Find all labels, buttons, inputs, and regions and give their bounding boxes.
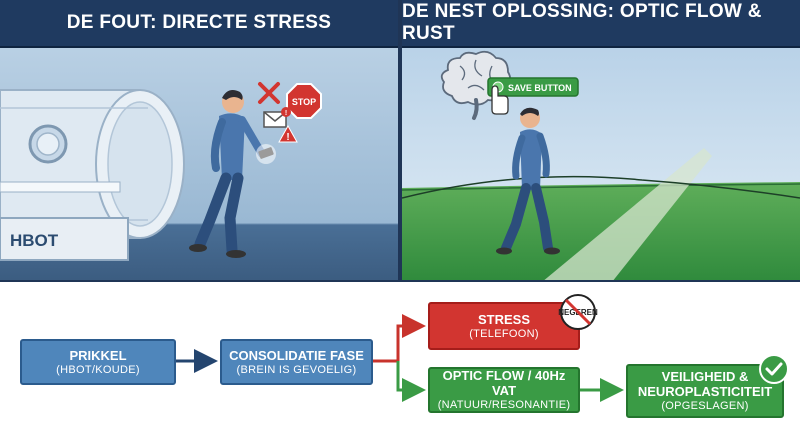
negeren-badge: NEGEREN (558, 294, 598, 330)
consolidatie-box: CONSOLIDATIE FASE (BREIN IS GEVOELIG) (220, 339, 373, 385)
prikkel-sub: (HBOT/KOUDE) (56, 363, 140, 376)
section-rule (0, 280, 800, 282)
walking-person (496, 107, 560, 255)
consolidatie-sub: (BREIN IS GEVOELIG) (236, 363, 357, 376)
warning-icon: ! (278, 124, 298, 143)
right-header: DE NEST OPLOSSING: OPTIC FLOW & RUST (402, 0, 800, 48)
svg-text:!: ! (285, 110, 287, 117)
arrow-to-stress (373, 314, 426, 363)
close-icon (258, 82, 280, 104)
stress-title: STRESS (477, 311, 530, 327)
hbot-chamber: HBOT (0, 89, 185, 261)
right-panel: SAVE BUTTON DE NEST OPLOSSING: OPTIC FLO… (402, 0, 800, 282)
optic-title: OPTIC FLOW / 40Hz VAT (442, 368, 566, 398)
optic-flow-box: OPTIC FLOW / 40Hz VAT (NATUUR/RESONANTIE… (428, 367, 580, 413)
veiligheid-title-2: NEUROPLASTICITEIT (637, 384, 773, 399)
svg-text:!: ! (286, 132, 289, 143)
stressed-person (189, 90, 276, 258)
stress-box: STRESS (TELEFOON) (428, 302, 580, 350)
left-header: DE FOUT: DIRECTE STRESS (0, 0, 398, 48)
mail-icon: ! (263, 107, 291, 128)
veiligheid-box: VEILIGHEID & NEUROPLASTICITEIT (OPGESLAG… (626, 364, 784, 418)
flow-connectors (175, 314, 624, 402)
cursor-hand-icon (491, 85, 509, 115)
prikkel-title: PRIKKEL (69, 347, 127, 363)
arrow-to-optic (396, 361, 426, 402)
consolidatie-title: CONSOLIDATIE FASE (229, 347, 364, 363)
hbot-scene: HBOT STOP ! (0, 48, 398, 282)
prikkel-box: PRIKKEL (HBOT/KOUDE) (20, 339, 176, 385)
check-icon (759, 354, 789, 384)
hbot-label: HBOT (10, 231, 59, 250)
stress-sub: (TELEFOON) (469, 327, 539, 340)
stop-sign-icon: STOP (286, 83, 322, 119)
veiligheid-title-1: VEILIGHEID & (661, 369, 749, 384)
stop-sign-label: STOP (292, 97, 316, 107)
veiligheid-sub: (OPGESLAGEN) (661, 400, 749, 412)
nature-scene: SAVE BUTTON (402, 48, 800, 282)
save-button[interactable]: SAVE BUTTON (487, 77, 579, 97)
save-button-label: SAVE BUTTON (508, 83, 572, 93)
optic-sub: (NATUUR/RESONANTIE) (437, 399, 571, 411)
left-panel: HBOT STOP ! (0, 0, 398, 282)
panel-divider (398, 0, 402, 282)
